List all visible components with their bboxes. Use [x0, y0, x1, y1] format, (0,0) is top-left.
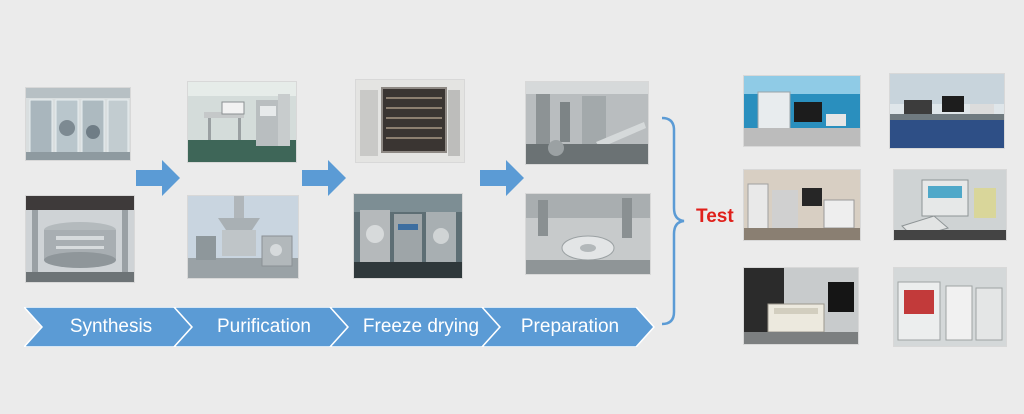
chevron-preparation [480, 307, 656, 347]
lab-bench-instrument-photo [890, 74, 1004, 148]
flow-arrow-3 [480, 160, 524, 196]
analyzer-device-photo [894, 170, 1006, 240]
test-label: Test [696, 206, 734, 227]
flow-arrow-2 [302, 160, 346, 196]
preparation-filling-photo [526, 82, 648, 164]
incubator-cabinets-photo [894, 268, 1006, 346]
chevron-purification [172, 307, 350, 347]
freeze-dryer-unit-photo [354, 194, 462, 278]
process-chevron-bar [24, 307, 656, 347]
stage-label-freeze-drying: Freeze drying [362, 316, 480, 337]
chevron-freeze-drying [328, 307, 502, 347]
purification-tank-photo [188, 196, 298, 278]
synthesis-reactor-photo [26, 196, 134, 282]
purification-lab-photo [188, 82, 296, 162]
hplc-instrument-photo [744, 76, 860, 146]
stage-label-preparation: Preparation [520, 316, 620, 337]
chromatography-bench-photo [744, 170, 860, 240]
synthesis-cleanroom-photo [26, 88, 130, 160]
chevron-synthesis [24, 307, 194, 347]
stage-label-purification: Purification [217, 316, 311, 337]
stage-label-synthesis: Synthesis [69, 316, 153, 337]
preparation-turntable-photo [526, 194, 650, 274]
freeze-dryer-chamber-photo [356, 80, 464, 162]
test-brace [661, 116, 685, 326]
flow-arrow-1 [136, 160, 180, 196]
spectrometer-photo [744, 268, 858, 344]
